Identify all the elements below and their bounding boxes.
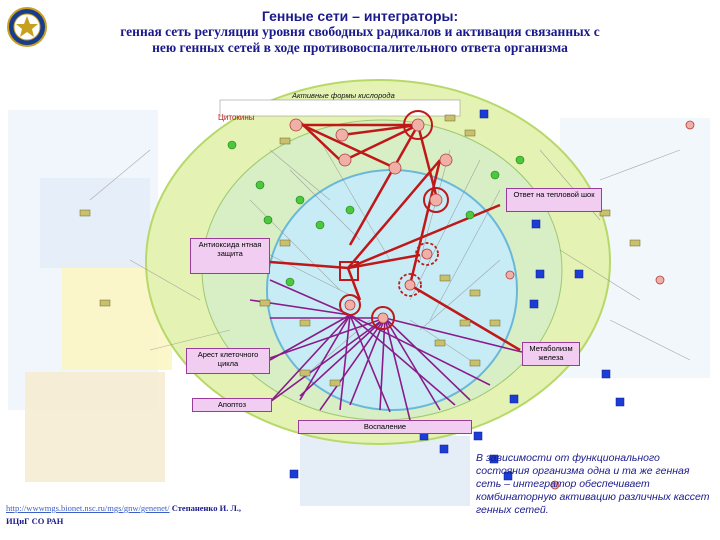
inflammation-edges <box>249 279 523 421</box>
cytokines-label: Цитокины <box>218 113 255 122</box>
apoptosis-callout: Апоптоз <box>192 398 272 412</box>
page-title: Генные сети – интеграторы: <box>261 8 459 24</box>
dashed-highlight-circles <box>398 242 439 297</box>
highlight-square <box>339 261 359 281</box>
cell-cycle-arrest-callout: Арест клеточного цикла <box>186 348 270 374</box>
institute-logo <box>7 7 47 47</box>
title-block: Генные сети – интеграторы: генная сеть р… <box>120 8 600 56</box>
left-middle-panel <box>40 178 150 268</box>
footer-credits: http://wwwmgs.bionet.nsc.ru/mgs/gnw/gene… <box>6 502 316 528</box>
inflammation-callout: Воспаление <box>298 420 472 434</box>
iron-metabolism-callout: Метаболизм железа <box>522 342 580 366</box>
institute-text: ИЦиГ СО РАН <box>6 516 64 526</box>
gene-nodes <box>289 118 695 490</box>
network-header-box <box>219 99 461 117</box>
metabolite-nodes-blue <box>289 109 625 481</box>
authors-text: Степаненко И. Л., <box>171 503 242 513</box>
ros-edges <box>269 121 521 352</box>
heat-shock-callout: Ответ на тепловой шок <box>506 188 602 212</box>
highlight-circles <box>339 110 449 330</box>
explanatory-note: В зависимости от функционального состоян… <box>476 452 710 516</box>
left-lower-panel <box>25 372 165 482</box>
ros-label: Активные формы кислорода <box>292 91 395 100</box>
background-edges <box>89 139 691 381</box>
protein-nodes-green <box>227 140 525 287</box>
page-subtitle: генная сеть регуляции уровня свободных р… <box>120 24 600 55</box>
antioxidant-callout: Антиоксида нтная защита <box>190 238 270 274</box>
source-link[interactable]: http://wwwmgs.bionet.nsc.ru/mgs/gnw/gene… <box>6 503 170 513</box>
